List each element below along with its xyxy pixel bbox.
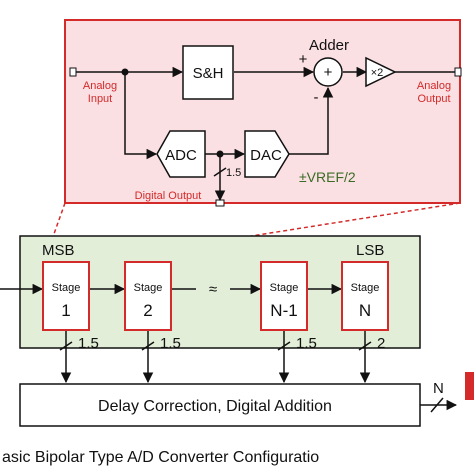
red-output-marker bbox=[465, 372, 474, 400]
adder-symbol bbox=[313, 57, 343, 87]
analog-input-label-line1: Analog bbox=[83, 80, 117, 92]
stage-2-word: Stage bbox=[134, 282, 163, 294]
pipeline-ellipsis: ≈ bbox=[209, 281, 217, 298]
digital-output-terminal bbox=[215, 199, 225, 207]
stage-n-number: N bbox=[359, 301, 371, 320]
adder-minus-sign: - bbox=[314, 89, 319, 106]
adc-output-junction-dot bbox=[216, 150, 224, 158]
msb-label: MSB bbox=[42, 242, 75, 259]
stage-n-1-bits: 1.5 bbox=[296, 335, 317, 352]
adder-label: Adder bbox=[309, 37, 349, 54]
stage-n-1: Stage N-1 bbox=[260, 261, 308, 331]
stage-n-bits: 2 bbox=[377, 335, 385, 352]
stage-2-number: 2 bbox=[143, 301, 152, 320]
delay-correction-block bbox=[19, 383, 421, 427]
figure-caption: asic Bipolar Type A/D Converter Configur… bbox=[2, 449, 319, 466]
adc-bits-label: 1.5 bbox=[226, 167, 241, 179]
analog-output-label-line2: Output bbox=[417, 93, 450, 105]
stage-1-bits: 1.5 bbox=[78, 335, 99, 352]
analog-output-terminal bbox=[454, 67, 462, 77]
vref-label: ±VREF/2 bbox=[299, 169, 356, 185]
analog-output-label-line1: Analog bbox=[417, 80, 451, 92]
delay-correction-label: Delay Correction, Digital Addition bbox=[98, 398, 332, 415]
sample-hold-label: S&H bbox=[193, 65, 224, 82]
adder-plus-symbol: + bbox=[324, 64, 333, 81]
sample-hold-block bbox=[182, 45, 234, 100]
stage-1-word: Stage bbox=[52, 282, 81, 294]
stage-n-word: Stage bbox=[351, 282, 380, 294]
analog-input-label-line2: Input bbox=[88, 93, 112, 105]
amplifier-x2-label: ×2 bbox=[371, 67, 384, 79]
stage-n-1-number: N-1 bbox=[270, 301, 297, 320]
stage-n: Stage N bbox=[341, 261, 389, 331]
stage-n-1-word: Stage bbox=[270, 282, 299, 294]
input-junction-dot bbox=[121, 68, 129, 76]
output-bits-label: N bbox=[433, 380, 444, 397]
stage-1: Stage 1 bbox=[42, 261, 90, 331]
lsb-label: LSB bbox=[356, 242, 384, 259]
stage-n-box bbox=[341, 261, 389, 331]
stage-n-1-box bbox=[260, 261, 308, 331]
amplifier-x2-triangle bbox=[365, 56, 397, 88]
adder-plus-sign: + bbox=[299, 51, 308, 68]
detail-wires bbox=[76, 66, 455, 202]
stage-1-number: 1 bbox=[61, 301, 70, 320]
adc-label: ADC bbox=[165, 147, 197, 164]
stage-1-box bbox=[42, 261, 90, 331]
pipeline-wires bbox=[0, 283, 458, 413]
stage-2-bits: 1.5 bbox=[160, 335, 181, 352]
analog-input-terminal bbox=[69, 67, 77, 77]
dac-label: DAC bbox=[250, 147, 282, 164]
digital-output-label: Digital Output bbox=[135, 190, 202, 202]
stage-2-box bbox=[124, 261, 172, 331]
dac-block bbox=[244, 130, 290, 178]
stage-2: Stage 2 bbox=[124, 261, 172, 331]
adc-block bbox=[156, 130, 206, 178]
